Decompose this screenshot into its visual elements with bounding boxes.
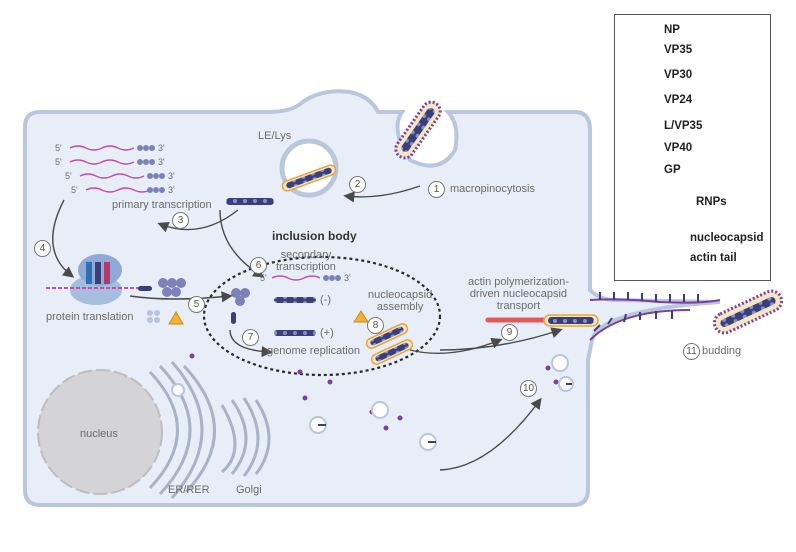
step-5: 5 [188, 296, 205, 313]
legend-rnps: RNPs [696, 196, 727, 208]
three-prime-3: 3' [168, 171, 175, 181]
legend-nucleocapsid: nucleocapsid [690, 232, 764, 244]
label-actin-transport: actin polymerization- driven nucleocapsi… [468, 276, 569, 312]
label-le-lys: LE/Lys [258, 130, 292, 142]
five-prime-4: 5' [71, 185, 78, 195]
step-1: 1 [428, 181, 445, 198]
label-macropinocytosis: macropinocytosis [450, 183, 535, 195]
er-rer [148, 361, 216, 499]
entering-virion [394, 100, 442, 160]
step-6: 6 [250, 257, 267, 274]
five-prime-2: 5' [55, 157, 62, 167]
three-prime-4: 3' [168, 185, 175, 195]
three-prime-2: 3' [158, 157, 165, 167]
five-prime-5: 5' [260, 273, 267, 283]
label-minus-strand: (-) [320, 294, 331, 306]
label-genome-replication: genome replication [267, 345, 360, 357]
label-secondary-transcription: secondary transcription [276, 249, 336, 273]
label-plus-strand: (+) [320, 327, 334, 339]
legend-vp35: VP35 [664, 44, 693, 56]
inclusion-body [202, 255, 442, 377]
legend-gp: GP [664, 164, 681, 176]
step-3: 3 [172, 212, 189, 229]
label-protein-translation: protein translation [46, 311, 134, 323]
three-prime-1: 3' [158, 143, 165, 153]
nucleus [37, 369, 163, 495]
label-nucleocapsid-assembly: nucleocapsid assembly [368, 289, 433, 313]
label-golgi: Golgi [236, 484, 262, 496]
legend-vp30: VP30 [664, 69, 693, 81]
legend-np: NP [664, 24, 680, 36]
legend-vp24: VP24 [664, 94, 693, 106]
ribosome [46, 254, 150, 305]
legend-l-vp35: L/VP35 [664, 120, 703, 132]
step-2: 2 [349, 176, 366, 193]
step-4: 4 [34, 240, 51, 257]
cell-membrane [23, 89, 721, 507]
legend-actin-tail: actin tail [690, 252, 737, 264]
step-9: 9 [501, 324, 518, 341]
golgi [220, 397, 271, 477]
gp-spikes [593, 292, 699, 332]
three-prime-5: 3' [344, 273, 351, 283]
step-10: 10 [520, 380, 537, 397]
budding-membrane [589, 298, 721, 341]
vp40-particles [189, 353, 559, 431]
label-er-rer: ER/RER [168, 484, 210, 496]
label-nucleus: nucleus [80, 428, 118, 440]
label-budding: budding [702, 345, 742, 357]
legend-vp40: VP40 [664, 142, 693, 154]
mrna-stack [69, 145, 151, 193]
released-rnp [226, 198, 274, 205]
step-11: 11 [683, 343, 700, 360]
step-8: 8 [367, 317, 384, 334]
label-inclusion-body: inclusion body [272, 229, 357, 243]
budded-virion [712, 289, 784, 335]
step-7: 7 [242, 329, 259, 346]
five-prime-3: 5' [65, 171, 72, 181]
five-prime-1: 5' [55, 143, 62, 153]
legend [614, 14, 771, 281]
label-primary-transcription: primary transcription [112, 199, 212, 211]
